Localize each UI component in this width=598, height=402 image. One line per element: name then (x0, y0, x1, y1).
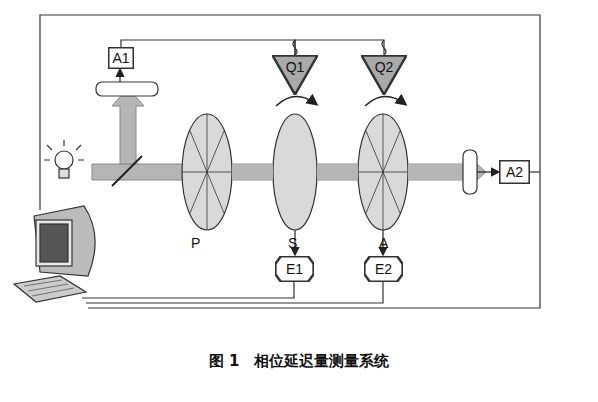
node-label: Q2 (375, 60, 394, 74)
node-label: A1 (112, 51, 129, 65)
sample (273, 114, 317, 230)
encoder-box: E1 (275, 256, 314, 282)
polarizer (182, 114, 232, 230)
part-label: P (191, 236, 200, 250)
signal-wire (121, 40, 295, 55)
detector (96, 82, 158, 96)
signal-box: A1 (108, 47, 134, 69)
computer (14, 200, 95, 302)
figure-caption: 图 1 相位延迟量测量系统 (0, 352, 598, 371)
node-label: E2 (375, 262, 392, 276)
motor-symbol: Q2 (361, 55, 407, 95)
encoder-box: E2 (364, 256, 403, 282)
node-label: E1 (286, 262, 303, 276)
part-label: A (379, 236, 388, 250)
analyzer (358, 114, 408, 230)
beam-splitter (112, 156, 142, 186)
detector (463, 150, 477, 194)
node-label: Q1 (286, 60, 305, 74)
signal-wire (295, 40, 384, 55)
node-label: A2 (506, 165, 523, 179)
motor-symbol: Q1 (272, 55, 318, 95)
reflected-beam (112, 88, 144, 164)
signal-box: A2 (499, 160, 530, 184)
light-bulb (44, 140, 84, 178)
part-label: S (288, 236, 297, 250)
